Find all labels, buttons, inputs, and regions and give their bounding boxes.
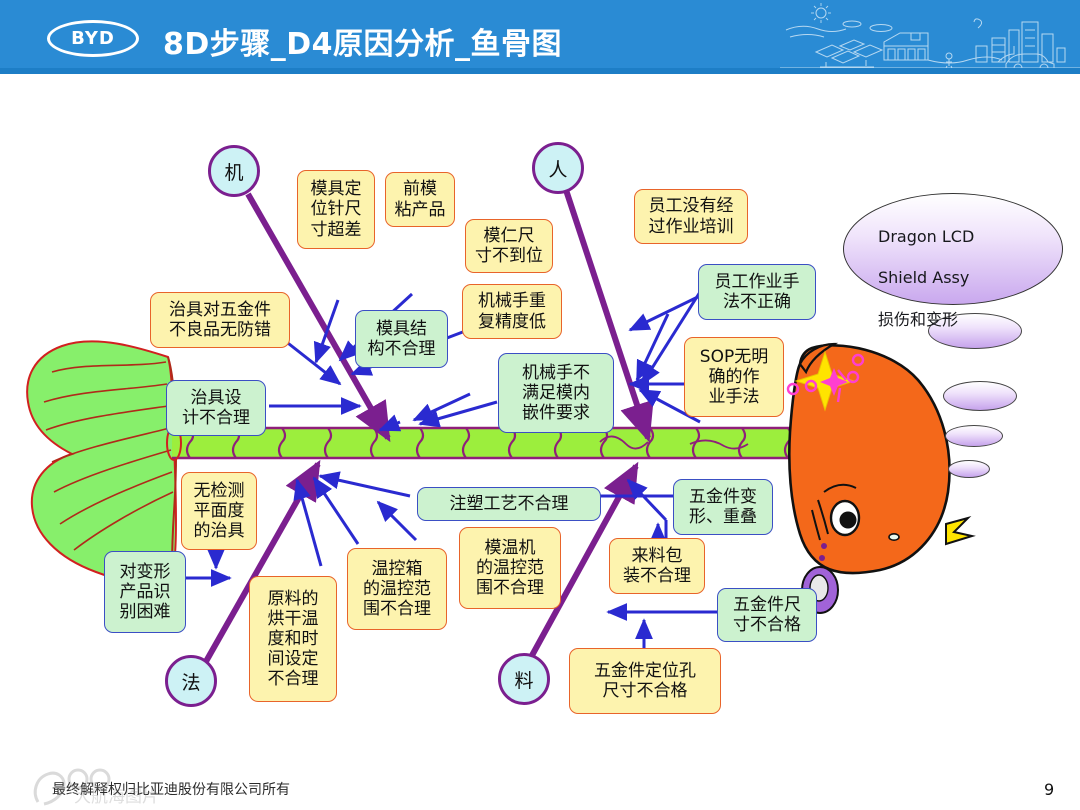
category-method[interactable]: 法: [165, 655, 217, 707]
category-material-label: 料: [514, 669, 534, 692]
slide-header: BYD 8D步骤_D4原因分析_鱼骨图: [0, 0, 1080, 72]
callout-bubble-2: [943, 381, 1017, 411]
effect-line-3: 损伤和变形: [878, 309, 959, 329]
cause-box-c12[interactable]: 无检测 平面度 的治具: [181, 472, 257, 550]
header-underline: [0, 68, 1080, 74]
bone-machine: [245, 192, 391, 443]
footer-copyright: 最终解释权归比亚迪股份有限公司所有: [52, 782, 290, 798]
arrow-c1: [313, 299, 340, 364]
cause-box-c19[interactable]: 来料包 装不合理: [609, 538, 705, 594]
cause-box-c14[interactable]: 原料的 烘干温 度和时 间设定 不合理: [249, 576, 337, 702]
city-energy-lineart-icon: [780, 3, 1080, 70]
cause-box-c16[interactable]: 温控箱 的温控范 围不合理: [347, 548, 447, 630]
effect-line-2: Shield Assy: [878, 268, 970, 288]
callout-bubble-1: [928, 313, 1022, 349]
byd-oval-logo: BYD: [47, 20, 139, 57]
category-machine-label: 机: [224, 161, 244, 184]
cause-box-c2[interactable]: 前模 粘产品: [385, 172, 455, 227]
category-material[interactable]: 料: [498, 653, 550, 705]
cause-box-c21[interactable]: 五金件定位孔 尺寸不合格: [569, 648, 721, 714]
cause-box-c7[interactable]: 机械手不 满足模内 嵌件要求: [498, 353, 614, 433]
arrow-c4-seg: [412, 392, 471, 422]
byd-logo-text: BYD: [71, 28, 115, 49]
cause-box-c3[interactable]: 模仁尺 寸不到位: [465, 219, 553, 273]
cause-box-c4[interactable]: 机械手重 复精度低: [462, 284, 562, 339]
callout-bubble-3: [945, 425, 1003, 447]
effect-callout-ellipse[interactable]: [843, 193, 1063, 305]
arrow-c15: [318, 471, 411, 498]
cause-box-c8[interactable]: 治具设 计不合理: [166, 380, 266, 436]
cause-box-c15[interactable]: 注塑工艺不合理: [417, 487, 601, 521]
fish-tail-icon: [26, 340, 177, 582]
page-number: 9: [1044, 780, 1055, 799]
arrow-c5: [283, 338, 342, 386]
bone-material: [521, 461, 639, 672]
cause-box-c6[interactable]: 模具结 构不合理: [355, 310, 448, 368]
cause-box-c1[interactable]: 模具定 位针尺 寸超差: [297, 170, 375, 249]
cause-box-c18[interactable]: 五金件变 形、重叠: [673, 479, 773, 535]
category-person-label: 人: [548, 158, 568, 181]
cause-box-c20[interactable]: 五金件尺 寸不合格: [717, 588, 817, 642]
cause-box-c10[interactable]: 员工作业手 法不正确: [698, 264, 816, 320]
category-machine[interactable]: 机: [208, 145, 260, 197]
bone-person: [563, 189, 654, 443]
arrow-c9b: [628, 290, 709, 332]
arrow-c14: [293, 478, 323, 567]
cause-box-c9[interactable]: 员工没有经 过作业培训: [634, 189, 748, 244]
effect-line-1: Dragon LCD: [878, 226, 975, 246]
cause-box-c13[interactable]: 对变形 产品识 别困难: [104, 551, 186, 633]
effect-callout-text: Dragon LCD Shield Assy 损伤和变形: [878, 206, 1058, 352]
arrow-c6: [378, 414, 402, 432]
arrow-c7: [418, 400, 498, 428]
arrow-c10: [640, 291, 702, 386]
arrow-c18: [626, 478, 668, 522]
callout-bubble-4: [948, 460, 990, 478]
category-method-label: 法: [181, 671, 201, 694]
cause-box-c11[interactable]: SOP无明 确的作 业手法: [684, 337, 784, 417]
cause-box-c17[interactable]: 模温机 的温控范 围不合理: [459, 527, 561, 609]
category-person[interactable]: 人: [532, 142, 584, 194]
arrow-c17: [376, 500, 418, 542]
page-title: 8D步骤_D4原因分析_鱼骨图: [163, 27, 563, 62]
cause-box-c5[interactable]: 治具对五金件 不良品无防错: [150, 292, 290, 348]
fish-head-icon: [770, 342, 976, 614]
arrow-c16-up: [312, 476, 360, 545]
